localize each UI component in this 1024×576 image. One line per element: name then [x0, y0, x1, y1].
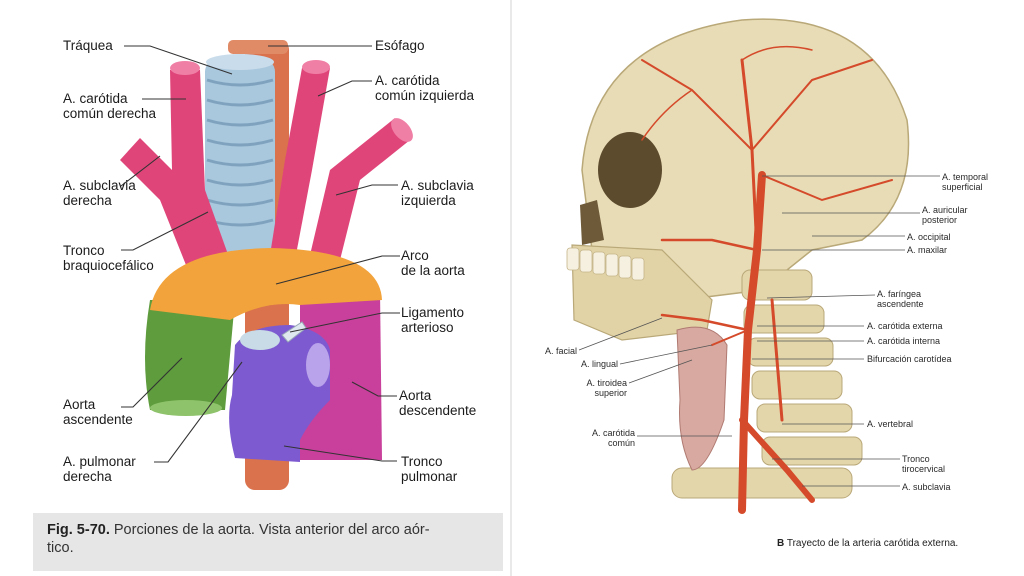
- label-carotida-comun: A. carótida común: [591, 428, 635, 448]
- label-ligamento-arterioso: Ligamento arterioso: [401, 305, 465, 335]
- label-occipital: A. occipital: [907, 232, 951, 242]
- aorta-illustration: [120, 40, 413, 490]
- label-esofago: Esófago: [375, 38, 425, 53]
- label-aorta-ascendente: Aorta ascendente: [63, 397, 133, 427]
- artery-network: [641, 45, 893, 514]
- descending-aorta-shape: [300, 280, 382, 460]
- orbit-shape: [598, 132, 662, 208]
- panel-divider: [510, 0, 513, 576]
- right-figure-caption: B Trayecto de la arteria carótida extern…: [777, 538, 958, 549]
- label-aorta-descendente: Aorta descendente: [399, 388, 477, 418]
- label-facial: A. facial: [544, 346, 577, 356]
- label-tiroidea: A. tiroidea superior: [586, 378, 627, 398]
- label-maxilar: A. maxilar: [907, 245, 948, 255]
- label-carotida-externa: A. carótida externa: [867, 321, 943, 331]
- figure-caption: Fig. 5-70. Porciones de la aorta. Vista …: [47, 521, 493, 557]
- caption-description: Porciones de la aorta. Vista anterior de…: [47, 522, 430, 556]
- label-faringea: A. faríngea ascendente: [877, 289, 924, 309]
- aortic-arch-shape: [150, 248, 382, 320]
- label-subclavia: A. subclavia: [902, 482, 951, 492]
- thyroid-shape: [676, 326, 728, 471]
- right-branches-shape: [120, 61, 230, 275]
- skull-illustration: [566, 18, 940, 514]
- label-tronco-braquiocefalico: Tronco braquiocefálico: [63, 243, 154, 273]
- label-auricular: A. auricular posterior: [922, 205, 968, 225]
- carotid-figure-panel: A. temporal superficial A. auricular pos…: [512, 0, 1024, 576]
- cranium-shape: [581, 18, 910, 301]
- caption-figure-number: Fig. 5-70.: [47, 522, 110, 538]
- label-traquea: Tráquea: [63, 38, 113, 53]
- left-carotid-shape: [270, 60, 330, 260]
- label-carotida-izquierda: A. carótida común izquierda: [375, 73, 475, 103]
- label-pulmonar-derecha: A. pulmonar derecha: [63, 454, 136, 484]
- ascending-aorta-shape: [145, 300, 235, 410]
- label-temporal: A. temporal superficial: [942, 172, 989, 192]
- aorta-figure-panel: Tráquea Esófago A. carótida común derech…: [33, 38, 503, 571]
- label-tronco-pulmonar: Tronco pulmonar: [401, 454, 458, 484]
- label-carotida-derecha: A. carótida común derecha: [63, 91, 157, 121]
- label-carotida-interna: A. carótida interna: [867, 336, 941, 346]
- caption-description-right: Trayecto de la arteria carótida externa.: [784, 538, 959, 549]
- figure-caption-box: Fig. 5-70. Porciones de la aorta. Vista …: [33, 513, 503, 571]
- right-leader-lines: [578, 175, 940, 487]
- leader-lines: [120, 45, 400, 463]
- label-arco-aorta: Arco de la aorta: [401, 248, 465, 278]
- left-subclavian-shape: [310, 118, 413, 260]
- label-tronco-tirocervical: Tronco tirocervical: [902, 454, 946, 474]
- caption-letter: B: [777, 538, 785, 549]
- label-lingual: A. lingual: [580, 359, 618, 369]
- pulmonary-trunk-shape: [229, 325, 330, 462]
- label-subclavia-izquierda: A. subclavia izquierda: [401, 178, 474, 208]
- label-subclavia-derecha: A. subclavia derecha: [63, 178, 136, 208]
- label-vertebral: A. vertebral: [867, 419, 914, 429]
- label-bifurcacion: Bifurcación carotídea: [867, 354, 952, 364]
- trachea-shape: [205, 54, 275, 253]
